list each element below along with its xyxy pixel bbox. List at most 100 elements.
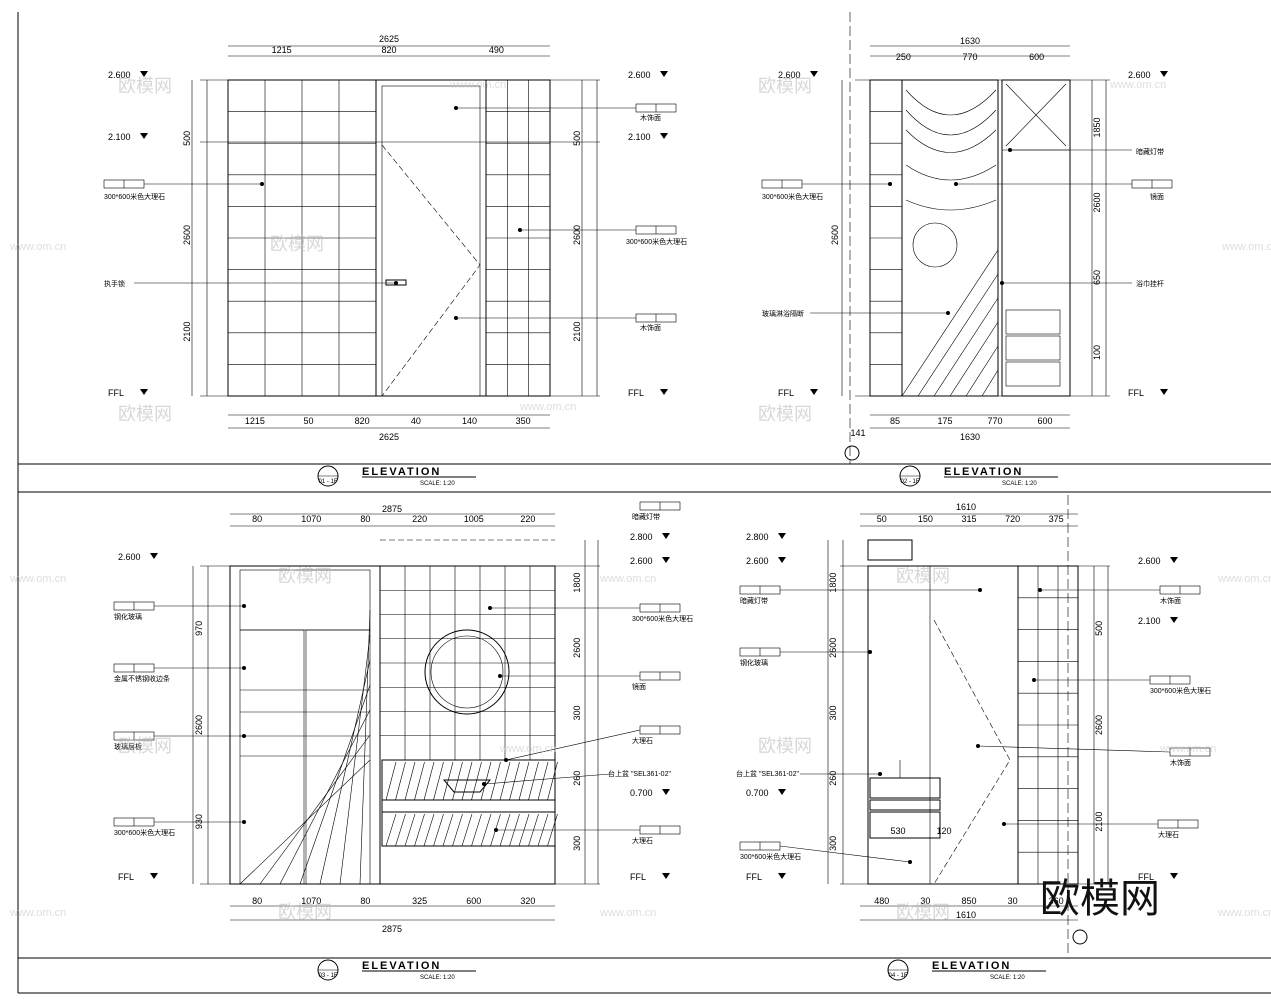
material-label: 浴巾挂杆: [1136, 279, 1164, 288]
glass-hatch: [965, 345, 999, 397]
dimension-top: 600: [1029, 52, 1044, 62]
dimension-vertical: 260: [828, 771, 838, 786]
leader-dot: [518, 228, 522, 232]
leader-line: [505, 729, 641, 761]
dimension-vertical: 1850: [1092, 117, 1102, 137]
level-marker: 2.800: [630, 532, 653, 542]
dimension-top: 220: [520, 514, 535, 524]
watermark-url: www.om.cn: [9, 573, 66, 585]
glass-hatch: [319, 659, 371, 885]
material-label: 木饰面: [640, 323, 661, 332]
level-triangle: [140, 389, 148, 395]
level-triangle: [662, 533, 670, 539]
counter-hatch: [395, 761, 406, 801]
brand-logo: 欧模网: [1040, 876, 1160, 922]
dimension-vertical: 1800: [572, 573, 582, 593]
dimension-bottom: 350: [516, 416, 531, 426]
glass-hatch: [279, 709, 371, 885]
material-label: 镜面: [1150, 192, 1164, 201]
dimension-vertical: 100: [1092, 345, 1102, 360]
leader-dot: [242, 604, 246, 608]
material-label: 大理石: [1158, 830, 1179, 839]
dimension-vertical: 300: [572, 836, 582, 851]
dimension-vertical: 2100: [572, 322, 582, 342]
dimension-vertical: 2600: [1094, 715, 1104, 735]
dimension-top: 150: [918, 514, 933, 524]
dimension-vertical: 300: [572, 705, 582, 720]
counter-hatch: [509, 761, 520, 801]
dimension-bottom: 320: [520, 896, 535, 906]
level-triangle: [778, 557, 786, 563]
dimension-vertical: 970: [194, 621, 204, 636]
leader-dot: [1002, 822, 1006, 826]
dimension-top: 770: [962, 52, 977, 62]
material-label: 执手锁: [104, 279, 125, 288]
dimension-vertical: 2600: [1092, 192, 1102, 212]
material-label: 大理石: [632, 836, 653, 845]
level-triangle: [150, 873, 158, 879]
counter-hatch: [404, 813, 416, 847]
dimension-vertical: 500: [1094, 621, 1104, 636]
dimension-total-bottom: 1610: [956, 910, 976, 920]
dimension-top: 1070: [301, 514, 321, 524]
leader-dot: [1038, 588, 1042, 592]
dimension-total-top: 1630: [960, 36, 980, 46]
level-marker: 2.100: [108, 132, 131, 142]
material-label: 钢化玻璃: [114, 612, 142, 621]
material-label: 暗藏灯带: [632, 512, 660, 521]
level-marker: 2.800: [746, 532, 769, 542]
dimension-top: 490: [489, 45, 504, 55]
watermark-url: www.om.cn: [519, 401, 576, 413]
scale-label: SCALE: 1:20: [420, 975, 455, 981]
level-triangle: [810, 389, 818, 395]
watermark: 欧模网: [758, 736, 812, 756]
dimension-vertical: 930: [194, 814, 204, 829]
material-label: 木饰面: [1160, 596, 1181, 605]
material-label: 300*600米色大理石: [1150, 686, 1211, 695]
elevation-title: ELEVATION: [362, 466, 441, 478]
dimension-vertical: 2600: [828, 638, 838, 658]
counter-hatch: [461, 813, 473, 847]
dimension-vertical: 2600: [572, 225, 582, 245]
level-marker: FFL: [1128, 388, 1144, 398]
counter-hatch: [433, 761, 444, 801]
material-label: 台上盆 "SEL361-02": [608, 769, 671, 778]
counter-hatch: [452, 761, 463, 801]
counter-hatch: [442, 761, 454, 801]
elevation-title: ELEVATION: [932, 960, 1011, 972]
dimension-bottom: 1070: [301, 896, 321, 906]
dimension-total-top: 2625: [379, 34, 399, 44]
material-label: 大理石: [632, 736, 653, 745]
leader-dot: [954, 182, 958, 186]
leader-dot: [242, 666, 246, 670]
dimension-vertical: 300: [828, 705, 838, 720]
level-triangle: [660, 133, 668, 139]
watermark: 欧模网: [278, 902, 332, 922]
watermark-url: www.om.cn: [499, 743, 556, 755]
level-triangle: [778, 873, 786, 879]
leader-dot: [498, 674, 502, 678]
leader-dot: [454, 316, 458, 320]
dimension-bottom: 140: [462, 416, 477, 426]
level-marker: 2.600: [1128, 70, 1151, 80]
dimension-vertical: 650: [1092, 270, 1102, 285]
level-triangle: [660, 71, 668, 77]
leader-line: [977, 745, 1171, 753]
leader-dot: [488, 606, 492, 610]
dimension-total-bottom: 2625: [379, 432, 399, 442]
leader-dot: [978, 588, 982, 592]
level-triangle: [150, 553, 158, 559]
dimension-bottom: 50: [303, 416, 313, 426]
level-marker: FFL: [628, 388, 644, 398]
counter-hatch: [404, 761, 416, 801]
level-triangle: [1170, 557, 1178, 563]
level-marker: 2.600: [1138, 556, 1161, 566]
glass-hatch: [901, 249, 999, 397]
leader-dot: [482, 782, 486, 786]
material-label: 300*600米色大理石: [626, 237, 687, 246]
dimension-vertical: 260: [572, 771, 582, 786]
level-marker: 2.600: [778, 70, 801, 80]
